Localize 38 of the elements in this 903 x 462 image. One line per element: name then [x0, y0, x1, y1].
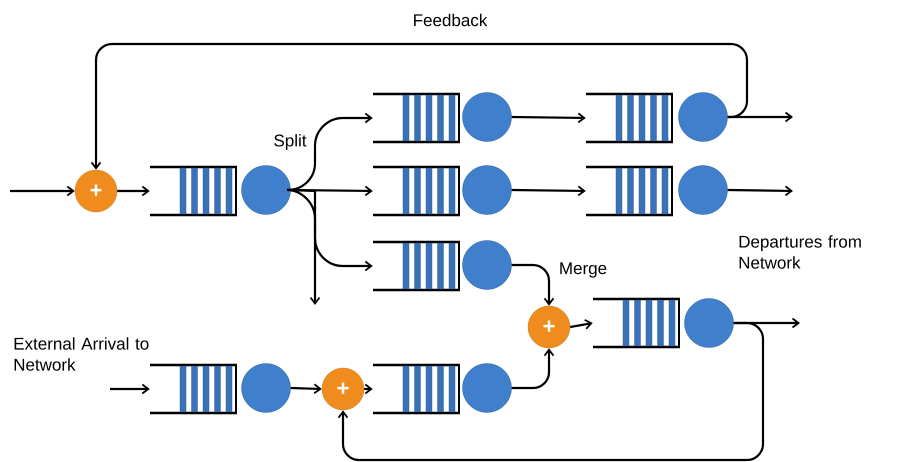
arrival-label: External Arrival to Network	[14, 337, 148, 371]
arrow	[570, 319, 593, 330]
arrow	[286, 188, 373, 272]
departures-label: Departures from Network	[740, 235, 861, 269]
server-circle	[462, 165, 512, 215]
server-circle	[462, 363, 512, 413]
queue-drawing	[593, 298, 680, 348]
queue-drawing	[373, 240, 460, 292]
arrow	[728, 186, 793, 196]
queue-drawing	[150, 166, 237, 216]
server-circle	[462, 240, 512, 290]
server-circle	[678, 92, 728, 142]
server-circle	[241, 363, 291, 413]
queue-drawing	[373, 92, 460, 144]
queue-drawing	[586, 92, 673, 144]
arrow	[512, 186, 586, 196]
queue-drawing	[373, 166, 460, 216]
arrow	[117, 186, 150, 196]
arrow	[512, 348, 554, 390]
arrow	[110, 384, 150, 394]
edge-label: Feedback	[412, 12, 488, 28]
queue-drawing	[150, 364, 237, 414]
arrow	[10, 186, 75, 196]
queue-drawing	[586, 166, 673, 216]
merge-label: Merge	[560, 262, 606, 278]
queue-drawing	[373, 364, 460, 414]
arrow	[290, 188, 320, 305]
arrow	[338, 322, 764, 462]
arrow	[290, 384, 322, 394]
arrow	[512, 264, 554, 306]
server-circle	[678, 165, 728, 215]
arrow	[90, 42, 748, 170]
server-circle	[241, 165, 291, 215]
server-circle	[462, 92, 512, 142]
server-circle	[684, 298, 734, 348]
split-label: Split	[274, 134, 306, 150]
arrow	[286, 112, 373, 192]
arrow	[512, 112, 586, 124]
